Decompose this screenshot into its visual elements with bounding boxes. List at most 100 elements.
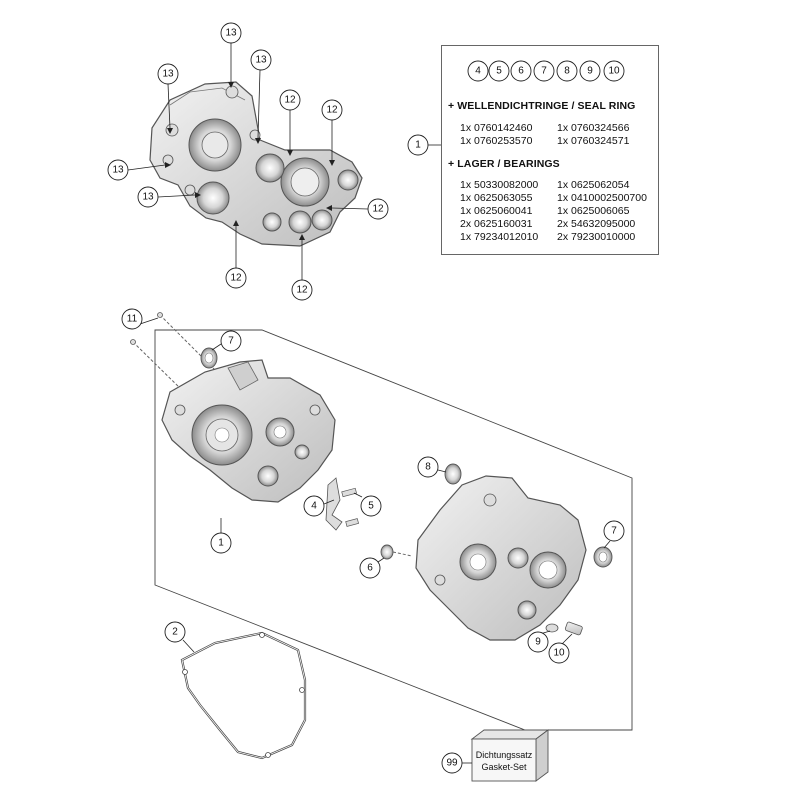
bearing-item: 1x 0625063055: [460, 192, 533, 204]
assembly-frame: [154, 329, 633, 731]
seal-ring-right: [593, 546, 613, 568]
gasket-set-line2: Gasket-Set: [481, 762, 527, 772]
seal-ring-top: [200, 347, 218, 369]
callout-13-d-label: 13: [112, 165, 124, 176]
callout-1-case-label: 1: [218, 538, 224, 549]
seal-item: 1x 0760142460: [460, 122, 533, 134]
callout-2-label: 2: [172, 627, 178, 638]
washer-part: [545, 623, 559, 633]
plug-part: [380, 544, 413, 560]
legend-ref-5-label: 5: [496, 66, 502, 77]
top-view-leaders: [127, 43, 369, 280]
callout-7-top-label: 7: [228, 336, 234, 347]
legend-ref-9: 9: [579, 60, 601, 82]
clip-part: [325, 477, 343, 531]
seal-ring-heading: + WELLENDICHTRINGE / SEAL RING: [448, 100, 636, 112]
parts-legend-box: + WELLENDICHTRINGE / SEAL RING 1x 076014…: [441, 45, 659, 255]
bearings-heading: + LAGER / BEARINGS: [448, 158, 560, 170]
callout-12-b: 12: [321, 99, 343, 121]
callout-12-e: 12: [291, 279, 313, 301]
crankcase-right-half: [415, 475, 587, 641]
bearing-part: [444, 463, 462, 485]
callout-12-c-label: 12: [372, 204, 384, 215]
callout-6: 6: [359, 557, 381, 579]
legend-ref-5: 5: [488, 60, 510, 82]
callout-11-label: 11: [127, 314, 138, 325]
gasket-set-box: Dichtungssatz Gasket-Set: [470, 729, 550, 782]
callout-11: 11: [121, 308, 143, 330]
legend-ref-8: 8: [556, 60, 578, 82]
leader-11: [139, 317, 159, 325]
callout-99: 99: [441, 752, 463, 774]
callout-1-legend: 1: [407, 134, 429, 156]
seal-item: 1x 0760324571: [557, 135, 630, 147]
legend-ref-8-label: 8: [564, 66, 570, 77]
legend-ref-10: 10: [603, 60, 625, 82]
callout-9-label: 9: [535, 637, 541, 648]
callout-7-right: 7: [603, 520, 625, 542]
leader-4: [323, 499, 335, 505]
callout-13-c: 13: [250, 49, 272, 71]
seal-item: 1x 0760253570: [460, 135, 533, 147]
callout-13-c-label: 13: [255, 55, 267, 66]
bearing-item: 2x 0625160031: [460, 218, 533, 230]
bearing-item: 2x 79230010000: [557, 231, 636, 243]
callout-12-b-label: 12: [326, 105, 338, 116]
leader-5: [353, 492, 363, 498]
crankcase-left-half: [161, 359, 336, 503]
callout-10-label: 10: [553, 648, 565, 659]
bearing-item: 1x 0625060041: [460, 205, 533, 217]
leader-2: [182, 639, 195, 653]
callout-1-case: 1: [210, 532, 232, 554]
gasket-set-line1: Dichtungssatz: [476, 750, 533, 760]
callout-5-label: 5: [368, 501, 374, 512]
callout-12-a-label: 12: [284, 95, 296, 106]
gasket-part: [180, 631, 307, 760]
legend-ref-9-label: 9: [587, 66, 593, 77]
callout-7-top: 7: [220, 330, 242, 352]
callout-13-e-label: 13: [142, 192, 154, 203]
legend-ref-7: 7: [533, 60, 555, 82]
bearing-item: 1x 0410002500700: [557, 192, 647, 204]
bearing-item: 1x 50330082000: [460, 179, 539, 191]
callout-4: 4: [303, 495, 325, 517]
leader-7-top: [211, 343, 222, 351]
legend-ref-circles: 4 5 6 7 8 9 10: [467, 60, 625, 82]
studs: [130, 312, 216, 391]
callout-99-label: 99: [446, 758, 458, 769]
seal-item: 1x 0760324566: [557, 122, 630, 134]
callout-13-b: 13: [157, 63, 179, 85]
callout-10: 10: [548, 642, 570, 664]
legend-ref-4-label: 4: [475, 66, 481, 77]
legend-ref-4: 4: [467, 60, 489, 82]
crankcase-top-view: [149, 81, 363, 247]
leader-7-right: [603, 540, 611, 549]
callout-1-legend-label: 1: [415, 140, 421, 151]
callout-5: 5: [360, 495, 382, 517]
callout-2: 2: [164, 621, 186, 643]
leader-8: [437, 469, 447, 473]
callout-13-a: 13: [220, 22, 242, 44]
bearing-item: 1x 0625006065: [557, 205, 630, 217]
screw-part: [341, 487, 360, 527]
callout-12-e-label: 12: [296, 285, 308, 296]
legend-ref-6: 6: [510, 60, 532, 82]
legend-ref-10-label: 10: [608, 66, 620, 77]
legend-ref-7-label: 7: [541, 66, 547, 77]
callout-4-label: 4: [311, 501, 317, 512]
callout-8: 8: [417, 456, 439, 478]
callout-13-b-label: 13: [162, 69, 174, 80]
callout-13-d: 13: [107, 159, 129, 181]
bolt-part: [564, 621, 583, 636]
bearing-item: 1x 0625062054: [557, 179, 630, 191]
callout-8-label: 8: [425, 462, 431, 473]
callout-13-a-label: 13: [225, 28, 237, 39]
callout-12-d: 12: [225, 267, 247, 289]
callout-13-e: 13: [137, 186, 159, 208]
leader-10: [561, 633, 573, 645]
bearing-item: 1x 79234012010: [460, 231, 539, 243]
callout-12-a: 12: [279, 89, 301, 111]
callout-9: 9: [527, 631, 549, 653]
leader-6: [377, 557, 385, 563]
